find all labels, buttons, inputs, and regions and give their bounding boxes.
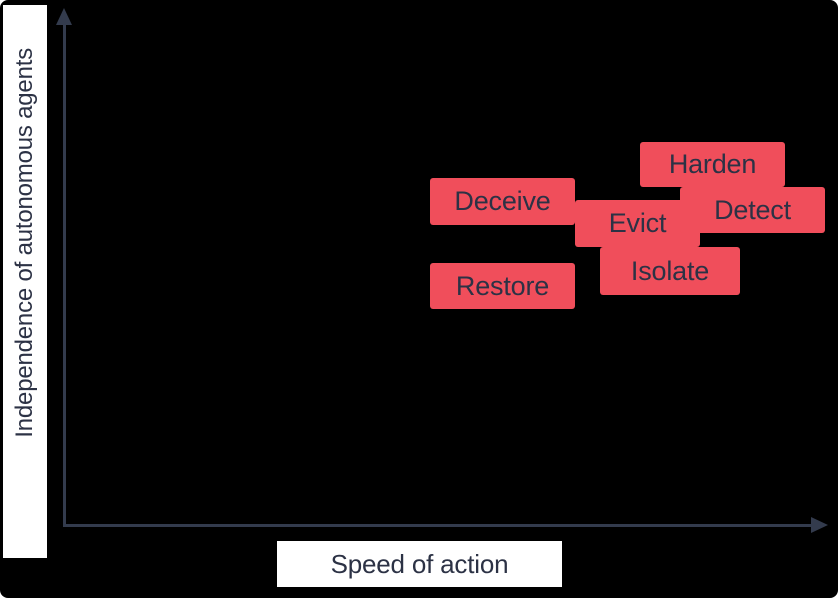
chart-label-box-restore: Restore bbox=[430, 263, 575, 309]
chart-label-box-harden: Harden bbox=[640, 142, 785, 187]
y-axis-line bbox=[63, 23, 66, 526]
x-axis-label-panel: Speed of action bbox=[277, 541, 562, 587]
x-axis-arrowhead-icon bbox=[811, 517, 828, 533]
x-axis-label: Speed of action bbox=[330, 548, 509, 579]
chart-label-box-evict: Evict bbox=[575, 200, 700, 247]
chart-label-box-deceive: Deceive bbox=[430, 178, 575, 225]
chart-label-box-detect: Detect bbox=[680, 187, 825, 233]
y-axis-arrowhead-icon bbox=[56, 8, 72, 25]
x-axis-line bbox=[63, 524, 813, 527]
chart-label-box-isolate: Isolate bbox=[600, 247, 740, 295]
y-axis-label: Independence of autonomous agents bbox=[11, 47, 38, 438]
y-axis-label-panel: Independence of autonomous agents bbox=[3, 5, 47, 558]
